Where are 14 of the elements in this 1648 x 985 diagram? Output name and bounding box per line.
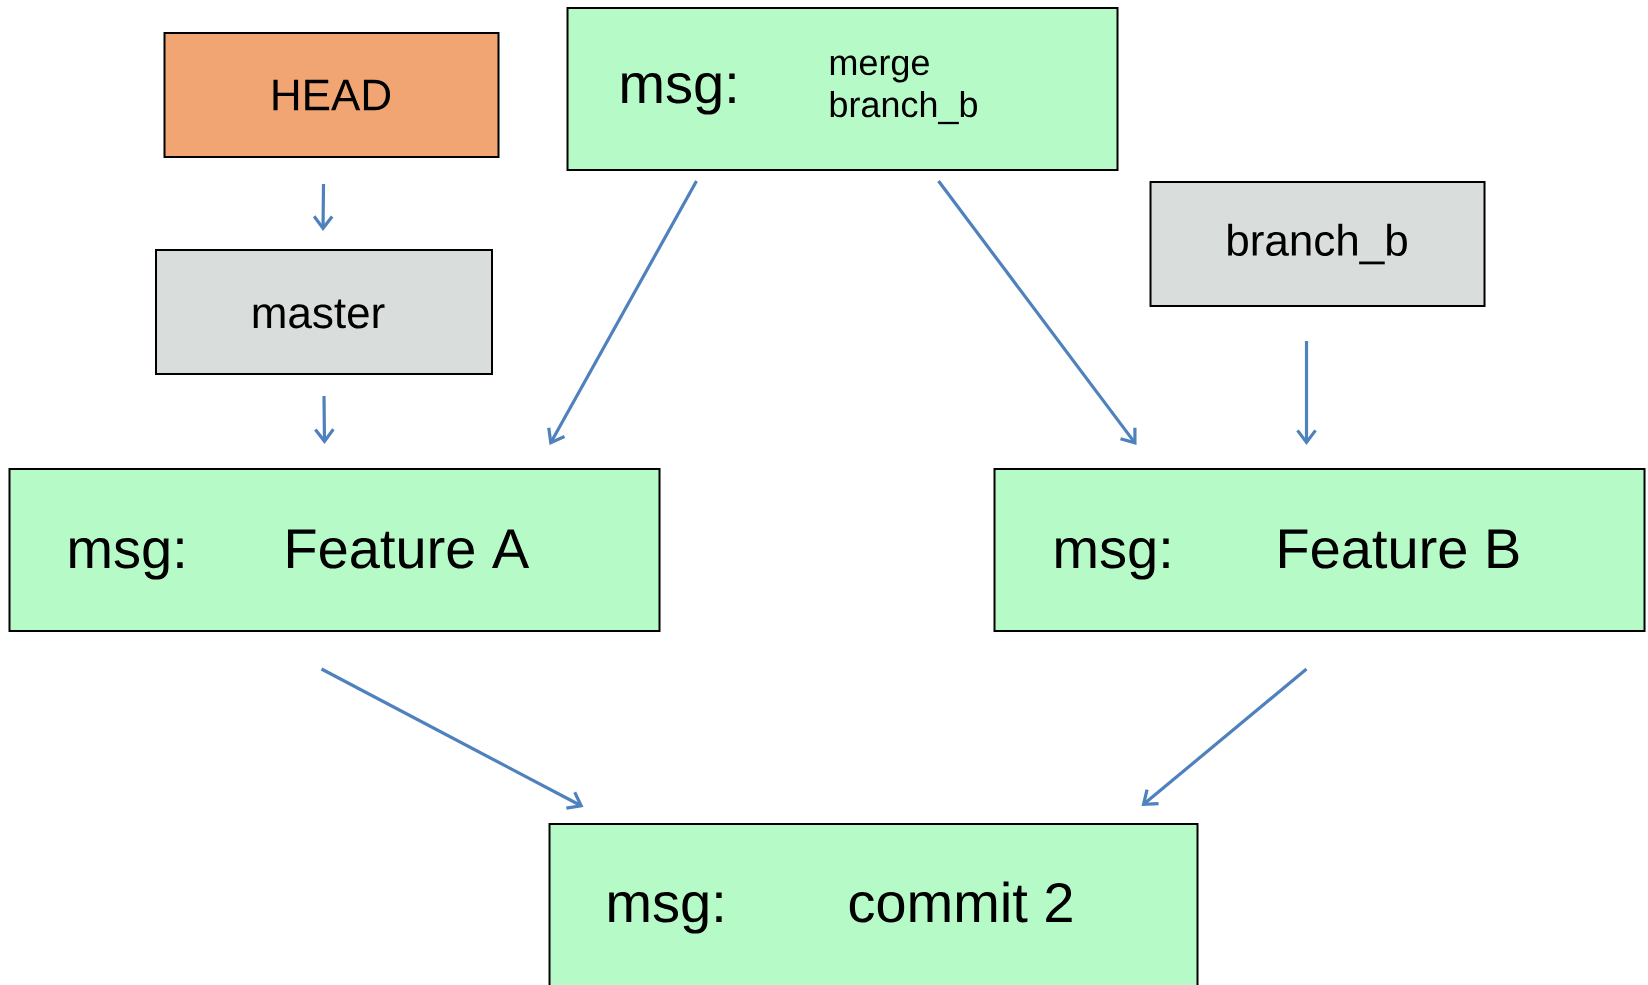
commit-box: msg: Feature B xyxy=(993,468,1646,632)
pointer-box: HEAD xyxy=(163,32,500,158)
commit-box: msg: commit 2 xyxy=(548,823,1199,985)
arrow xyxy=(320,667,584,810)
arrow xyxy=(314,396,335,444)
commit-box: msg: Feature A xyxy=(8,468,661,632)
branch-box: master xyxy=(155,249,493,375)
arrow xyxy=(547,180,698,445)
arrow xyxy=(1141,667,1308,806)
arrow xyxy=(937,180,1137,445)
commit-box: msg: merge branch_b xyxy=(566,7,1119,171)
arrow xyxy=(312,184,334,231)
arrow xyxy=(1296,341,1317,445)
branch-box: branch_b xyxy=(1149,181,1486,307)
